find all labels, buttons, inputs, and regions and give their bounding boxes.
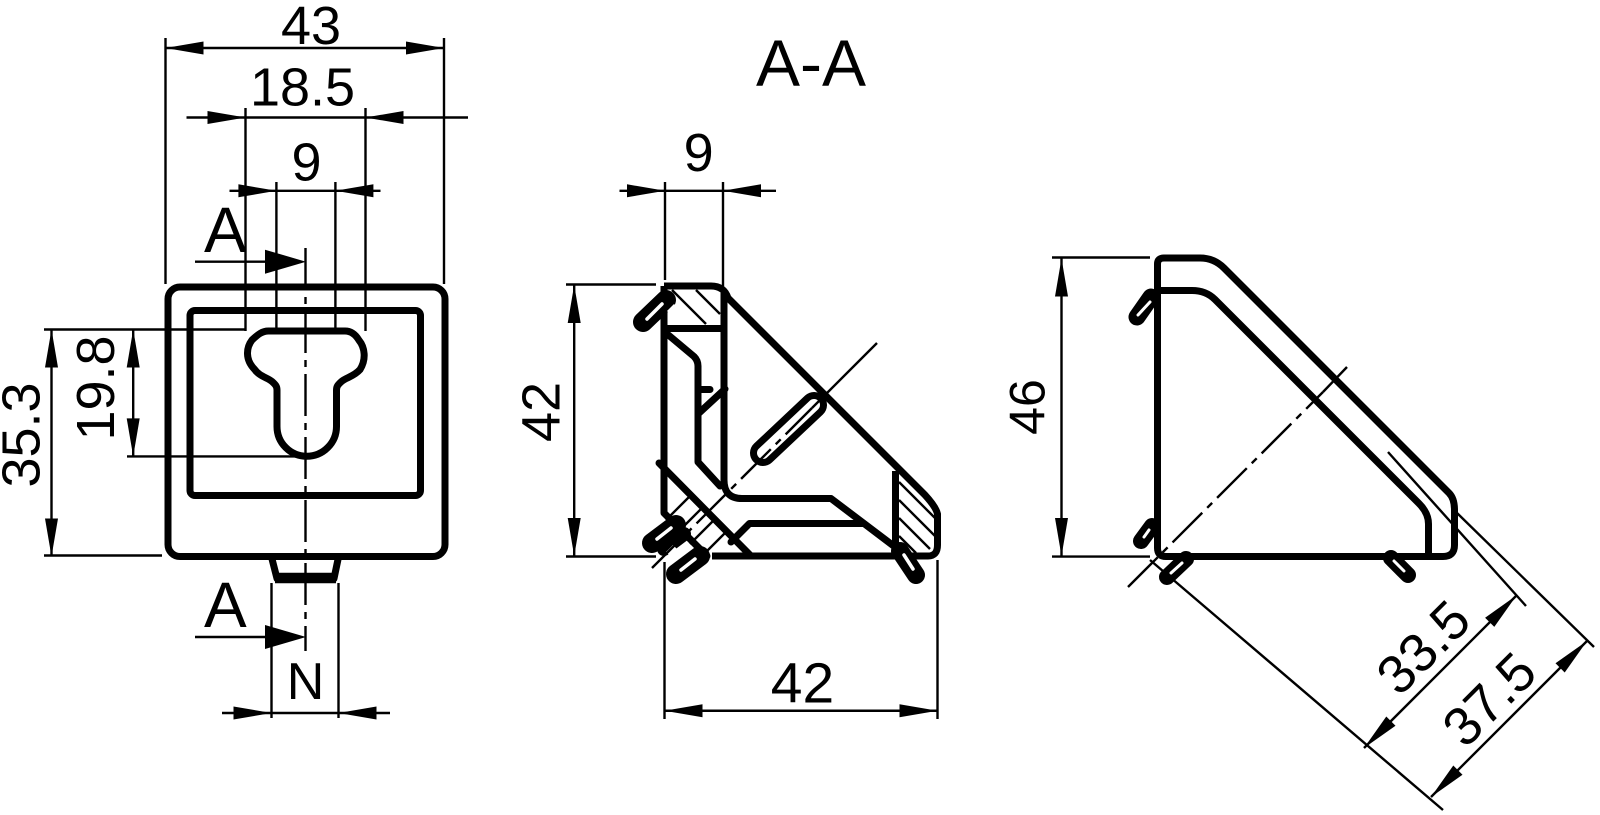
svg-text:18.5: 18.5 <box>250 58 355 118</box>
svg-text:A-A: A-A <box>756 26 866 100</box>
svg-text:N: N <box>287 653 325 711</box>
svg-text:19.8: 19.8 <box>66 335 126 440</box>
svg-text:46: 46 <box>1000 379 1056 435</box>
svg-text:9: 9 <box>684 123 714 183</box>
svg-text:A: A <box>204 194 247 266</box>
svg-text:9: 9 <box>291 132 321 192</box>
svg-text:35.3: 35.3 <box>0 382 51 487</box>
svg-text:42: 42 <box>512 382 572 442</box>
svg-text:42: 42 <box>771 652 834 716</box>
svg-text:A: A <box>204 569 247 641</box>
svg-text:43: 43 <box>281 0 341 56</box>
